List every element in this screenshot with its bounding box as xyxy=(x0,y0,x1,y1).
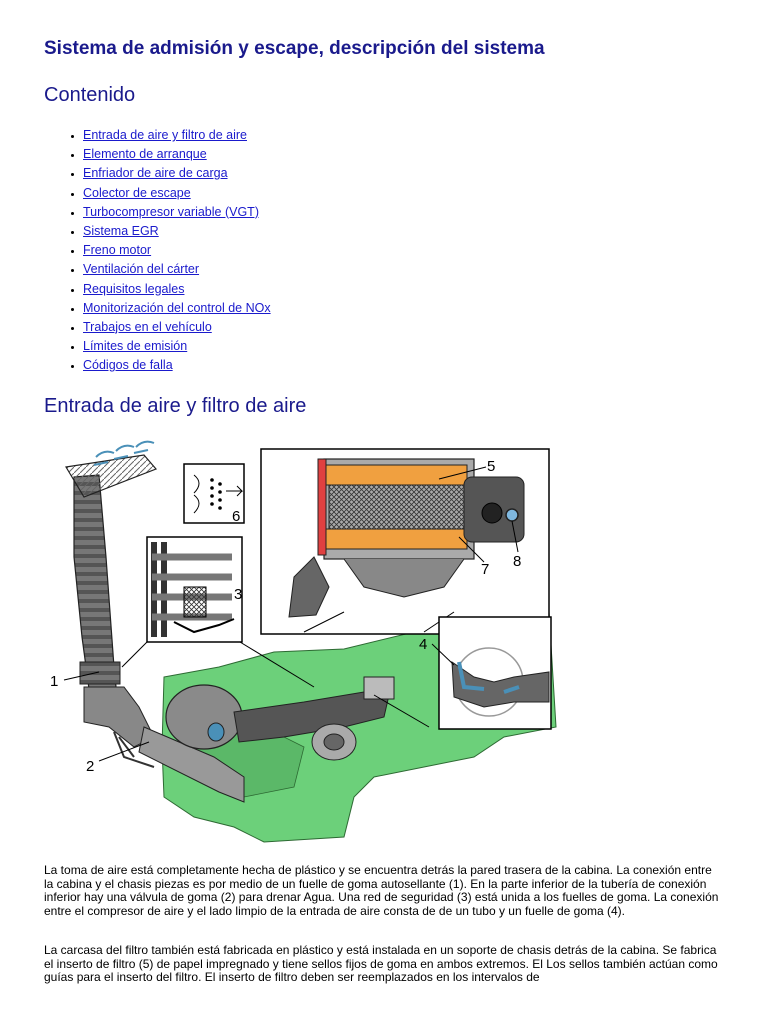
air-intake-illustration: 1 2 3 4 5 6 7 8 xyxy=(44,437,564,855)
section-heading: Entrada de aire y filtro de aire xyxy=(44,395,307,417)
toc-link[interactable]: Límites de emisión xyxy=(83,339,188,354)
toc-link[interactable]: Requisitos legales xyxy=(83,281,185,296)
toc-link[interactable]: Entrada de aire y filtro de aire xyxy=(83,128,247,142)
page-title: Sistema de admisión y escape, descripció… xyxy=(44,38,545,59)
toc-item: Límites de emisión xyxy=(83,337,271,356)
toc-item: Códigos de falla xyxy=(83,356,271,375)
callout-1: 1 xyxy=(50,673,58,690)
callout-2: 2 xyxy=(86,758,94,775)
toc-item: Trabajos en el vehículo xyxy=(83,318,271,337)
callout-3: 3 xyxy=(234,586,242,603)
toc-link[interactable]: Freno motor xyxy=(83,243,152,258)
toc-link[interactable]: Turbocompresor variable (VGT) xyxy=(83,204,259,219)
callout-4: 4 xyxy=(419,636,427,653)
toc-item: Turbocompresor variable (VGT) xyxy=(83,203,271,222)
toc-item: Ventilación del cárter xyxy=(83,260,271,279)
toc-link[interactable]: Ventilación del cárter xyxy=(83,262,200,277)
filter-insert xyxy=(321,464,468,486)
paragraph: La toma de aire está completamente hecha… xyxy=(44,863,719,918)
intake-pipe xyxy=(73,474,117,690)
callout-6: 6 xyxy=(232,508,240,525)
inset-6 xyxy=(193,474,244,514)
toc-item: Colector de escape xyxy=(83,184,271,203)
toc-link[interactable]: Sistema EGR xyxy=(83,223,159,238)
toc-item: Requisitos legales xyxy=(83,280,271,299)
paragraph: La carcasa del filtro también está fabri… xyxy=(44,943,718,985)
toc-link[interactable]: Elemento de arranque xyxy=(83,147,207,162)
toc-link[interactable]: Códigos de falla xyxy=(83,358,173,373)
table-of-contents: Entrada de aire y filtro de aire Element… xyxy=(44,126,271,375)
toc-item: Sistema EGR xyxy=(83,222,271,241)
callout-5: 5 xyxy=(487,458,495,475)
toc-item: Freno motor xyxy=(83,241,271,260)
contents-heading: Contenido xyxy=(44,84,136,106)
callout-8: 8 xyxy=(513,553,521,570)
toc-item: Monitorización del control de NOx xyxy=(83,299,271,318)
toc-item: Entrada de aire y filtro de aire xyxy=(83,126,271,145)
toc-link[interactable]: Trabajos en el vehículo xyxy=(83,319,212,334)
toc-item: Enfriador de aire de carga xyxy=(83,164,271,183)
toc-link[interactable]: Monitorización del control de NOx xyxy=(83,300,271,315)
toc-item: Elemento de arranque xyxy=(83,145,271,164)
callout-7: 7 xyxy=(481,561,489,578)
toc-link[interactable]: Colector de escape xyxy=(83,185,191,200)
toc-link[interactable]: Enfriador de aire de carga xyxy=(83,166,228,181)
